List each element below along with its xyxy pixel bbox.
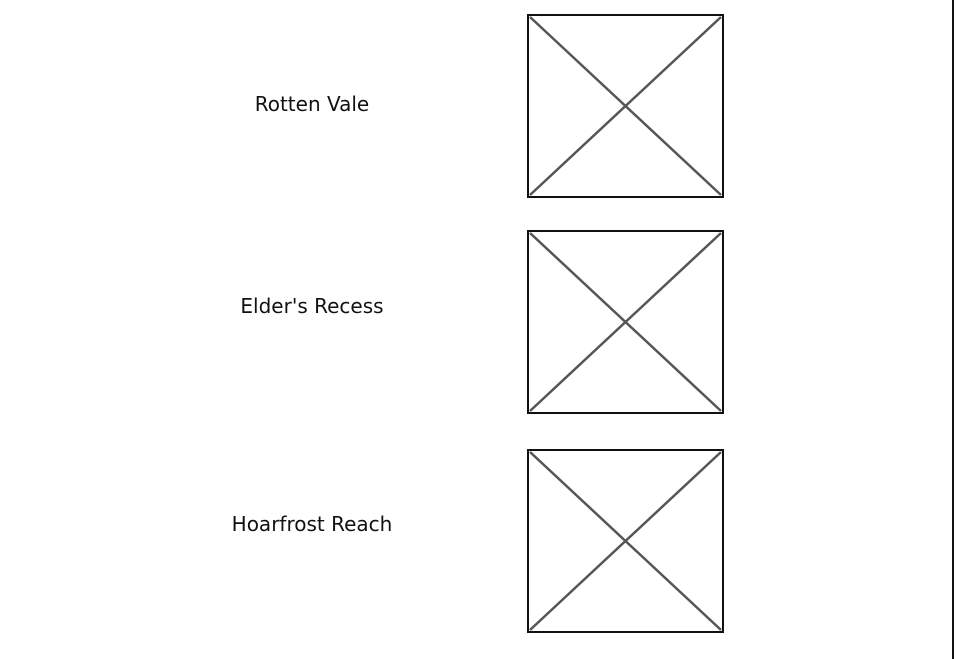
image-placeholder-icon bbox=[527, 230, 724, 414]
image-placeholder-icon bbox=[527, 14, 724, 198]
item-label: Hoarfrost Reach bbox=[231, 512, 393, 536]
item-label: Elder's Recess bbox=[240, 294, 384, 318]
image-placeholder-icon bbox=[527, 449, 724, 633]
list-item: Elder's Recess bbox=[0, 230, 952, 414]
page-right-border bbox=[952, 0, 954, 659]
item-label: Rotten Vale bbox=[254, 92, 370, 116]
list-item: Hoarfrost Reach bbox=[0, 449, 952, 633]
list-item: Rotten Vale bbox=[0, 14, 952, 198]
